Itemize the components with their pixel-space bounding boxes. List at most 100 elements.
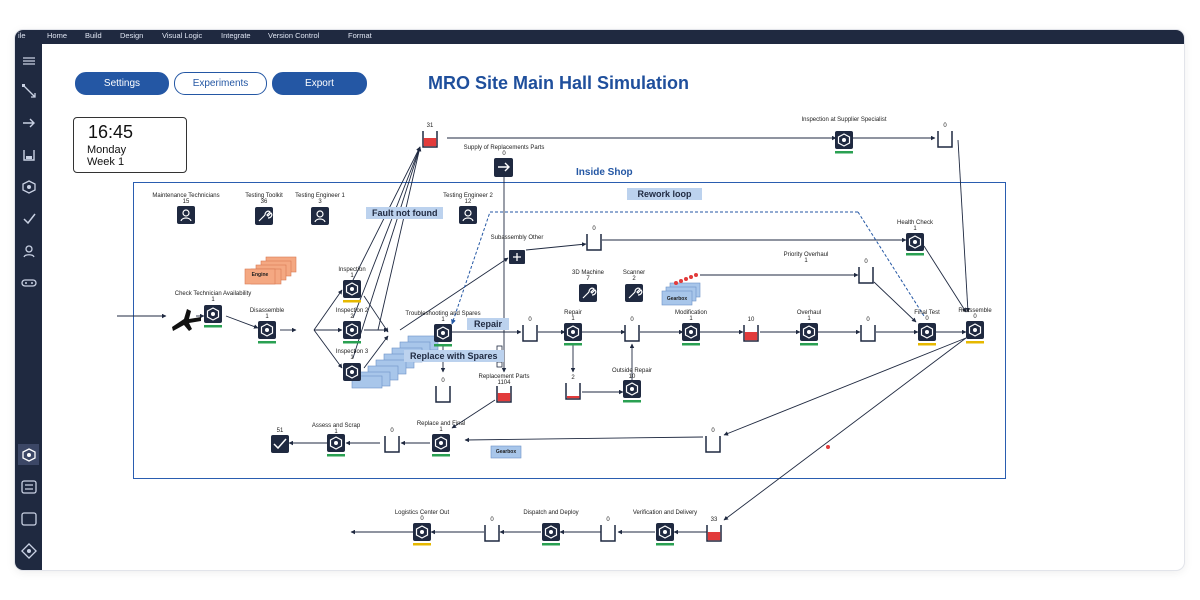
overhaul-node	[799, 322, 819, 342]
node-count: 1	[350, 355, 354, 361]
replace-with-spares-tag: Replace with Spares	[404, 350, 504, 362]
export-button[interactable]: Export	[272, 72, 367, 95]
queue-count: 0	[630, 317, 634, 323]
resource-count: 15	[182, 199, 190, 205]
node-label: Overhaul	[796, 310, 822, 316]
verification-node	[655, 522, 675, 542]
process-library-icon[interactable]	[18, 444, 39, 465]
queue-repair	[624, 324, 640, 342]
inside-shop-region	[133, 182, 1006, 479]
connector-icon[interactable]	[18, 80, 39, 101]
queue-count: 0	[490, 517, 494, 523]
queue-count: 0	[441, 378, 445, 384]
3d-machine-icon	[578, 283, 598, 303]
user-icon[interactable]	[18, 240, 39, 261]
check-technician-node	[203, 304, 223, 324]
region-label: Inside Shop	[576, 167, 633, 178]
window-icon[interactable]	[18, 508, 39, 529]
node-label: Inspection at Supplier Specialist	[801, 117, 887, 123]
process-icon[interactable]	[18, 176, 39, 197]
resource-count: 3	[318, 199, 322, 205]
page-title: MRO Site Main Hall Simulation	[428, 73, 690, 93]
queue-count: 2	[571, 375, 575, 381]
queue-count: 0	[864, 259, 868, 265]
node-label: Reassemble	[958, 308, 992, 314]
diamond-icon[interactable]	[18, 540, 39, 561]
red-entity-dots	[674, 273, 830, 449]
source-count: 1104	[497, 380, 511, 386]
node-count: 1	[439, 427, 443, 433]
node-count: 1	[804, 258, 808, 264]
menu-design[interactable]: Design	[120, 31, 144, 40]
resource-count: 2	[632, 276, 636, 282]
repair-tag: Repair	[467, 318, 509, 330]
inspection-2-node	[342, 320, 362, 340]
replace-final-node	[431, 433, 451, 453]
queue-count: 0	[866, 317, 870, 323]
node-count: 1	[689, 316, 693, 322]
aircraft-icon	[172, 309, 201, 331]
sink-check-icon	[271, 435, 289, 453]
node-label: Outside Repair	[611, 368, 653, 374]
subassembly-plus-icon	[509, 250, 525, 264]
queue-logistics	[484, 524, 500, 542]
menu-home[interactable]: Home	[47, 31, 68, 40]
experiments-button[interactable]: Experiments	[174, 72, 267, 95]
disassemble-node	[257, 320, 277, 340]
node-count: 1	[334, 429, 338, 435]
queue-icon[interactable]	[18, 144, 39, 165]
source-count: 0	[502, 151, 506, 157]
queue-right-low	[705, 435, 721, 453]
queue-replace	[384, 435, 400, 453]
status-bars	[204, 151, 984, 546]
menu-bar: ile Home Build Design Visual Logic Integ…	[15, 30, 1184, 44]
node-count: 0	[925, 316, 929, 322]
resource-count: 12	[464, 199, 472, 205]
menu-file[interactable]: ile	[18, 31, 26, 40]
queue-count: 0	[528, 317, 532, 323]
resource-label: 3D Machine	[571, 270, 605, 276]
menu-icon[interactable]	[18, 50, 39, 71]
settings-button[interactable]: Settings	[75, 72, 169, 95]
menu-visual-logic[interactable]: Visual Logic	[162, 31, 203, 40]
node-count: 1	[211, 297, 215, 303]
node-count: 1	[350, 273, 354, 279]
resource-label: Scanner	[622, 270, 646, 276]
node-label: Priority Overhaul	[783, 252, 829, 258]
check-icon[interactable]	[18, 208, 39, 229]
gearbox-entity	[490, 445, 522, 459]
source-label: Supply of Replacements Parts	[463, 145, 545, 151]
health-check-node	[905, 232, 925, 252]
engine-entity-stack	[244, 256, 297, 285]
clock-week: Week 1	[87, 156, 125, 168]
assess-scrap-node	[326, 433, 346, 453]
queue-delivery-red	[706, 524, 722, 542]
menu-version-control[interactable]: Version Control	[268, 31, 320, 40]
queue-count: 33	[710, 517, 718, 523]
arrow-right-icon[interactable]	[18, 112, 39, 133]
node-label: Troubleshooting and Spares	[405, 311, 481, 317]
rework-loop-tag: Rework loop	[627, 188, 702, 200]
inspection-node	[342, 279, 362, 299]
queue-top-red	[422, 130, 438, 148]
gearbox-entity-stack	[661, 282, 701, 306]
app-window: ile Home Build Design Visual Logic Integ…	[15, 30, 1184, 570]
menu-format[interactable]: Format	[348, 31, 372, 40]
node-count: 1	[265, 314, 269, 320]
queue-count: 0	[711, 428, 715, 434]
queue-repair-down	[565, 383, 581, 400]
panel-icon[interactable]	[18, 476, 39, 497]
queue-replacement-parts	[496, 385, 512, 403]
engine-label: Engine	[251, 272, 269, 278]
node-count: 2	[350, 314, 354, 320]
queue-count: 0	[592, 226, 596, 232]
conveyor-icon[interactable]	[18, 272, 39, 293]
final-test-node	[917, 322, 937, 342]
menu-integrate[interactable]: Integrate	[221, 31, 251, 40]
queue-supplier	[937, 130, 953, 148]
node-count: 1	[571, 316, 575, 322]
node-label: Inspection	[338, 267, 366, 273]
menu-build[interactable]: Build	[85, 31, 102, 40]
node-label: Health Check	[896, 220, 934, 226]
